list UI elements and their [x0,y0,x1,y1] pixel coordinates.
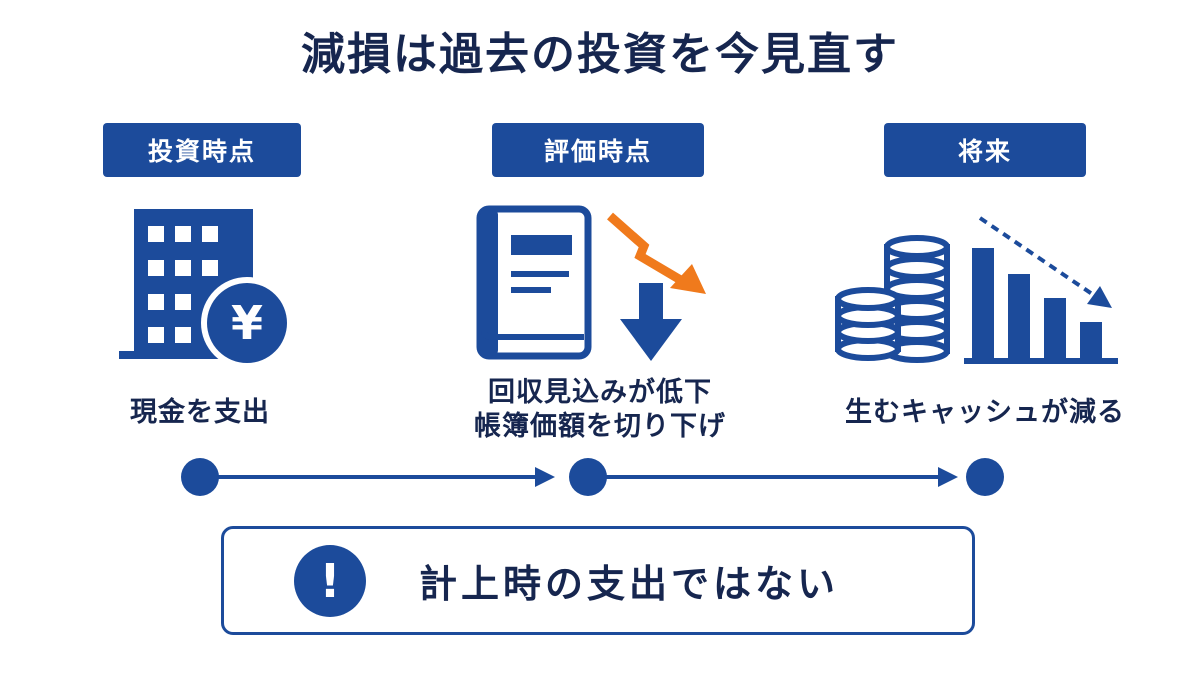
coins-stack-icon [835,235,950,363]
timeline-node-future [966,458,1004,496]
stage-label-future: 将来 [884,123,1086,177]
exclamation-icon: ! [294,545,366,617]
callout-text: 計上時の支出ではない [419,562,840,606]
ledger-book-icon [476,205,592,360]
building-base [119,351,269,359]
stage-label-text: 投資時点 [147,137,256,166]
stage-caption-future: 生むキャッシュが減る [820,396,1150,430]
stage-label-text: 将来 [957,137,1012,166]
stage-label-investment: 投資時点 [103,123,301,177]
caption-line: 回収見込みが低下 [488,377,712,408]
stage-label-evaluation: 評価時点 [492,123,704,177]
stage-label-text: 評価時点 [543,137,652,166]
declining-bars-icon [964,216,1118,364]
callout-box: ! 計上時の支出ではない [221,526,975,635]
building-windows [148,226,218,343]
book-pages [481,330,584,340]
caption-line: 現金を支出 [130,397,270,428]
book-spine [480,209,498,356]
stage-caption-evaluation: 回収見込みが低下 帳簿価額を切り下げ [440,376,760,444]
exclamation-symbol: ! [320,554,341,608]
trend-down-icon [607,212,706,294]
page-title: 減損は過去の投資を今見直す [301,29,899,80]
timeline-node-evaluation [569,458,607,496]
book-title-block [511,235,572,255]
timeline-arrowhead [535,467,555,487]
down-arrow-icon [620,283,682,361]
building-yen-icon: ¥ [119,209,293,369]
caption-line: 帳簿価額を切り下げ [474,411,726,442]
stage-caption-investment: 現金を支出 [100,396,300,430]
caption-line: 生むキャッシュが減る [845,397,1125,428]
timeline [181,458,1004,496]
yen-symbol: ¥ [231,296,263,350]
timeline-node-investment [181,458,219,496]
timeline-arrowhead [938,467,958,487]
